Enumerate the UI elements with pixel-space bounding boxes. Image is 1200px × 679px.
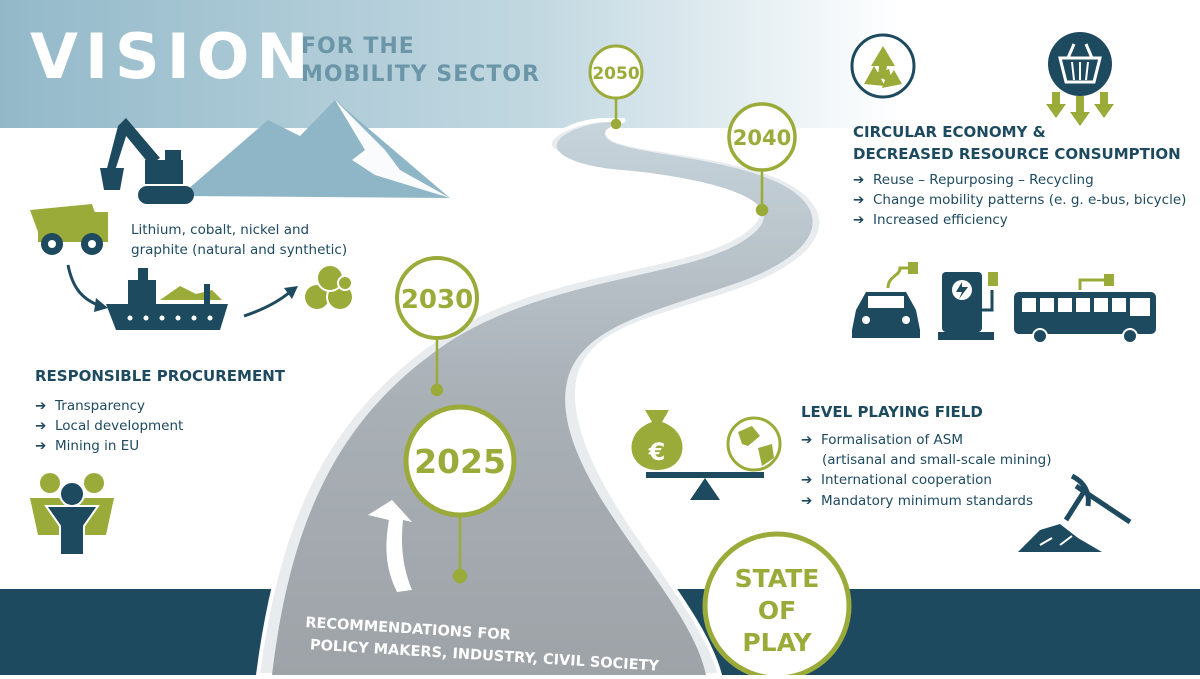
state-of-play-line2: OF xyxy=(758,596,796,625)
circular-economy-title-line1: CIRCULAR ECONOMY & xyxy=(853,123,1046,141)
page-title: VISION xyxy=(30,20,316,93)
cargo-ship-icon xyxy=(106,268,228,330)
circular-economy-title: CIRCULAR ECONOMY & DECREASED RESOURCE CO… xyxy=(853,122,1186,166)
arrow-icon: ➔ xyxy=(853,191,865,208)
circular-economy-list: ➔Reuse – Repurposing – Recycling ➔Change… xyxy=(853,170,1186,231)
level-playing-field-title: LEVEL PLAYING FIELD xyxy=(801,403,983,421)
list-item: ➔Mining in EU xyxy=(35,436,285,456)
milestone-2030: 2030 xyxy=(395,256,479,340)
level-playing-field-list: ➔Formalisation of ASM (artisanal and sma… xyxy=(801,430,1052,511)
state-of-play-badge: STATE OF PLAY xyxy=(702,531,852,675)
recycle-icon xyxy=(850,33,916,99)
circular-economy-section: CIRCULAR ECONOMY & DECREASED RESOURCE CO… xyxy=(853,122,1186,230)
state-of-play-line3: PLAY xyxy=(742,628,812,657)
excavator-icon xyxy=(100,118,194,204)
arrow-icon: ➔ xyxy=(801,472,813,489)
down-arrows-icon xyxy=(1046,92,1114,126)
pickaxe-icon xyxy=(1018,473,1132,552)
road-arrow-icon xyxy=(368,500,412,592)
money-bag-icon: € xyxy=(631,410,683,470)
charging-station-icon xyxy=(938,272,998,340)
euro-symbol: € xyxy=(648,438,666,466)
list-item: ➔Transparency xyxy=(35,396,285,416)
responsible-procurement-title: RESPONSIBLE PROCUREMENT xyxy=(35,367,285,385)
page-subtitle-line1: FOR THE xyxy=(301,34,415,59)
curved-arrow-icon-2 xyxy=(243,290,291,318)
curved-arrow-head-icon xyxy=(94,298,108,312)
state-of-play-line1: STATE xyxy=(735,564,820,593)
curved-arrow-head-icon-2 xyxy=(284,286,298,299)
mountain-icon xyxy=(180,100,450,198)
page-subtitle-line2: MOBILITY SECTOR xyxy=(301,61,541,87)
arrow-icon: ➔ xyxy=(801,492,813,509)
list-item: ➔Local development xyxy=(35,416,285,436)
list-item: ➔Increased efficiency xyxy=(853,210,1186,230)
curved-arrow-icon xyxy=(66,264,99,307)
level-playing-field-section: LEVEL PLAYING FIELD ➔Formalisation of AS… xyxy=(801,402,1052,511)
list-item: ➔Reuse – Repurposing – Recycling xyxy=(853,170,1186,190)
circular-economy-title-line2: DECREASED RESOURCE CONSUMPTION xyxy=(853,144,1181,163)
dump-truck-icon xyxy=(30,204,108,255)
list-item-continuation: (artisanal and small-scale mining) xyxy=(822,452,1052,468)
list-item: ➔Mandatory minimum standards xyxy=(801,491,1052,511)
raw-materials-line2: graphite (natural and synthetic) xyxy=(131,241,348,258)
list-item: ➔International cooperation xyxy=(801,470,1052,490)
globe-icon xyxy=(726,416,782,472)
arrow-icon: ➔ xyxy=(801,431,813,448)
milestone-2025: 2025 xyxy=(403,404,517,518)
arrow-icon: ➔ xyxy=(35,438,47,455)
milestone-connectors xyxy=(430,98,769,584)
milestone-2040: 2040 xyxy=(727,102,797,172)
arrow-icon: ➔ xyxy=(853,212,865,228)
community-people-icon xyxy=(30,473,114,556)
milestone-2025-label: 2025 xyxy=(414,442,506,481)
milestone-2050: 2050 xyxy=(588,44,644,100)
list-item: ➔Formalisation of ASM xyxy=(801,430,1052,450)
milestone-2040-label: 2040 xyxy=(733,126,791,150)
electric-bus-icon xyxy=(1014,274,1156,344)
responsible-procurement-list: ➔Transparency ➔Local development ➔Mining… xyxy=(35,396,285,457)
balance-scale-icon xyxy=(646,472,764,500)
milestone-2050-label: 2050 xyxy=(592,64,639,84)
raw-material-bars-icon xyxy=(303,264,354,311)
arrow-icon: ➔ xyxy=(35,397,47,414)
raw-materials-note: Lithium, cobalt, nickel and graphite (na… xyxy=(131,221,347,260)
milestone-2030-label: 2030 xyxy=(401,285,473,315)
electric-car-icon xyxy=(852,262,920,338)
shopping-basket-icon xyxy=(1048,32,1112,96)
list-item: ➔Change mobility patterns (e. g. e-bus, … xyxy=(853,190,1186,210)
arrow-icon: ➔ xyxy=(853,171,865,188)
responsible-procurement-section: RESPONSIBLE PROCUREMENT ➔Transparency ➔L… xyxy=(35,366,285,457)
raw-materials-line1: Lithium, cobalt, nickel and xyxy=(131,222,310,238)
page-subtitle: FOR THE MOBILITY SECTOR xyxy=(301,33,540,88)
arrow-icon: ➔ xyxy=(35,418,47,434)
